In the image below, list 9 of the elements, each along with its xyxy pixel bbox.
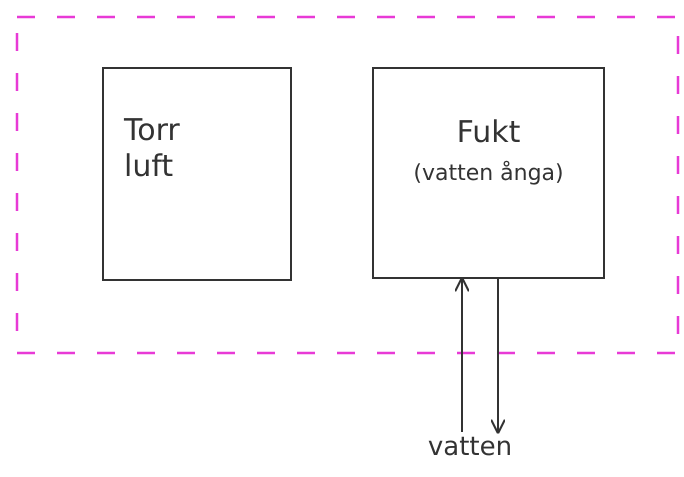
node-heading: vatten: [428, 432, 512, 464]
node-heading: Torr luft: [124, 113, 181, 185]
arrow: [490, 279, 506, 434]
node-text: (vatten ånga): [413, 161, 564, 188]
process-box: [102, 67, 292, 281]
arrow: [454, 276, 470, 432]
node-heading: Fukt: [456, 115, 520, 151]
process-box: [372, 67, 605, 279]
dashed-boundary: [15, 15, 680, 355]
